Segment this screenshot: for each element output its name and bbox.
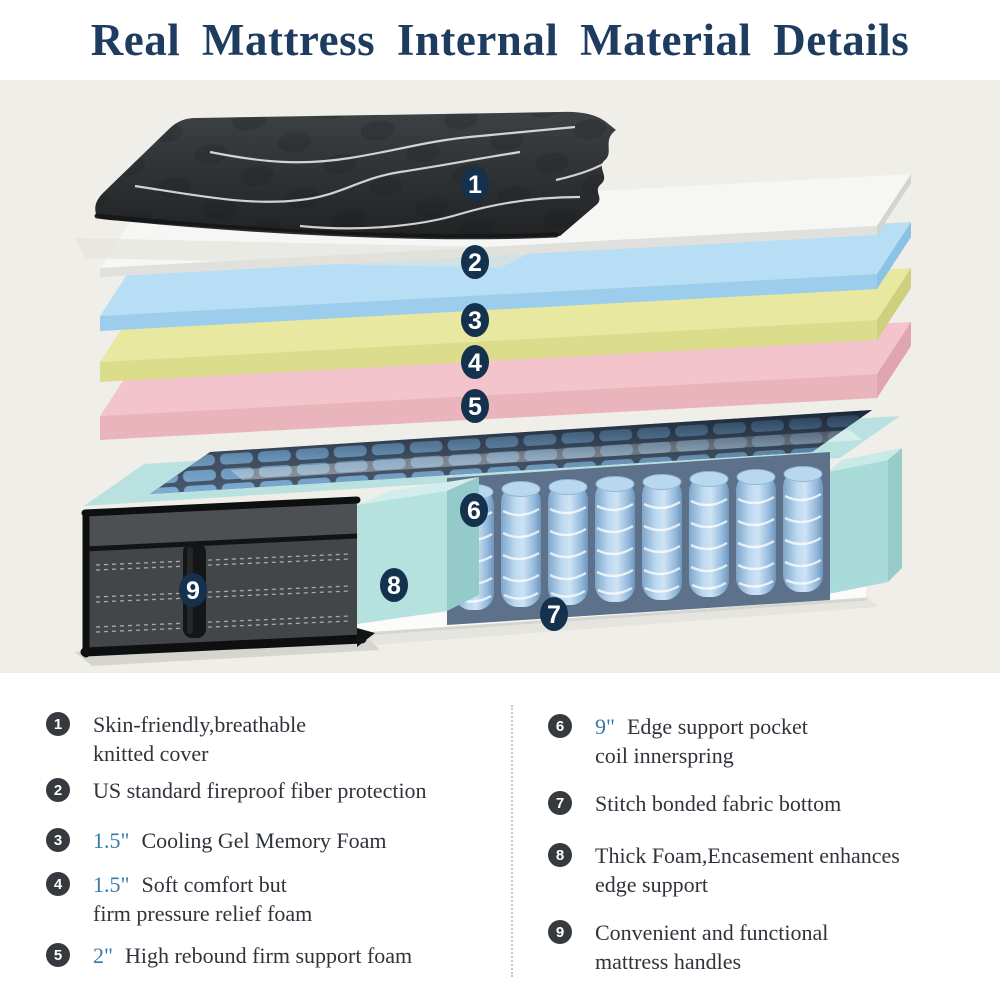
badge-7: 7 xyxy=(547,601,561,629)
legend-badge-3: 3 xyxy=(46,828,70,852)
legend-text-3: 1.5"Cooling Gel Memory Foam xyxy=(93,828,387,853)
measure-value: 1.5" xyxy=(93,872,130,897)
badge-8: 8 xyxy=(387,572,401,600)
legend-item-9: 9 Convenient and functional mattress han… xyxy=(548,918,828,976)
legend-badge-9: 9 xyxy=(548,920,572,944)
badge-9: 9 xyxy=(186,577,200,605)
legend-text-9: Convenient and functional mattress handl… xyxy=(595,920,829,974)
legend-text-7: Stitch bonded fabric bottom xyxy=(595,791,842,816)
legend-item-7: 7 Stitch bonded fabric bottom xyxy=(548,789,841,818)
legend-badge-6: 6 xyxy=(548,714,572,738)
measure-value: 2" xyxy=(93,943,113,968)
legend: 1 Skin-friendly,breathable knitted cover… xyxy=(0,673,1000,1000)
right-edge-foam-block xyxy=(828,448,902,594)
legend-item-5: 5 2"High rebound firm support foam xyxy=(46,941,412,970)
legend-item-6: 6 9"Edge support pocket coil innerspring xyxy=(548,712,808,770)
legend-item-3: 3 1.5"Cooling Gel Memory Foam xyxy=(46,826,387,855)
measure-value: 9" xyxy=(595,714,615,739)
mattress-corner-block xyxy=(80,496,375,658)
page-title: Real Mattress Internal Material Details xyxy=(90,15,910,65)
legend-badge-8: 8 xyxy=(548,843,572,867)
measure-value: 1.5" xyxy=(93,828,130,853)
legend-item-4: 4 1.5"Soft comfort but firm pressure rel… xyxy=(46,870,312,928)
legend-text-1: Skin-friendly,breathable knitted cover xyxy=(93,712,306,766)
legend-item-8: 8 Thick Foam,Encasement enhances edge su… xyxy=(548,841,900,899)
legend-text-8: Thick Foam,Encasement enhances edge supp… xyxy=(595,843,900,897)
legend-badge-5: 5 xyxy=(46,943,70,967)
diagram-number-badges: 1 2 3 4 5 6 7 8 9 xyxy=(179,167,568,631)
badge-6: 6 xyxy=(467,497,481,525)
legend-column-divider xyxy=(511,705,513,977)
legend-item-2: 2 US standard fireproof fiber protection xyxy=(46,776,427,805)
badge-4: 4 xyxy=(468,349,482,377)
legend-text-4: 1.5"Soft comfort but firm pressure relie… xyxy=(93,872,313,926)
legend-badge-2: 2 xyxy=(46,778,70,802)
legend-badge-4: 4 xyxy=(46,872,70,896)
pocket-coil-top-grid xyxy=(150,410,872,494)
edge-foam-block xyxy=(357,477,479,624)
mattress-exploded-diagram: 1 2 3 4 5 6 7 8 9 xyxy=(0,80,1000,673)
legend-badge-7: 7 xyxy=(548,791,572,815)
legend-badge-1: 1 xyxy=(46,712,70,736)
foam-layer-blue xyxy=(100,222,911,331)
title-bar: Real Mattress Internal Material Details xyxy=(0,0,1000,80)
badge-3: 3 xyxy=(468,307,482,335)
legend-text-2: US standard fireproof fiber protection xyxy=(93,778,427,803)
mattress-layers-illustration: 1 2 3 4 5 6 7 8 9 xyxy=(75,111,911,666)
cover-thread-highlights xyxy=(134,125,611,230)
legend-text-6: 9"Edge support pocket coil innerspring xyxy=(595,714,808,768)
badge-2: 2 xyxy=(468,249,482,277)
badge-1: 1 xyxy=(468,171,482,199)
legend-item-1: 1 Skin-friendly,breathable knitted cover xyxy=(46,710,306,768)
stitch-lines xyxy=(95,553,351,633)
badge-5: 5 xyxy=(468,393,482,421)
legend-text-5: 2"High rebound firm support foam xyxy=(93,943,413,968)
knitted-cover-layer xyxy=(75,111,617,268)
pocket-coil-row xyxy=(447,452,830,625)
